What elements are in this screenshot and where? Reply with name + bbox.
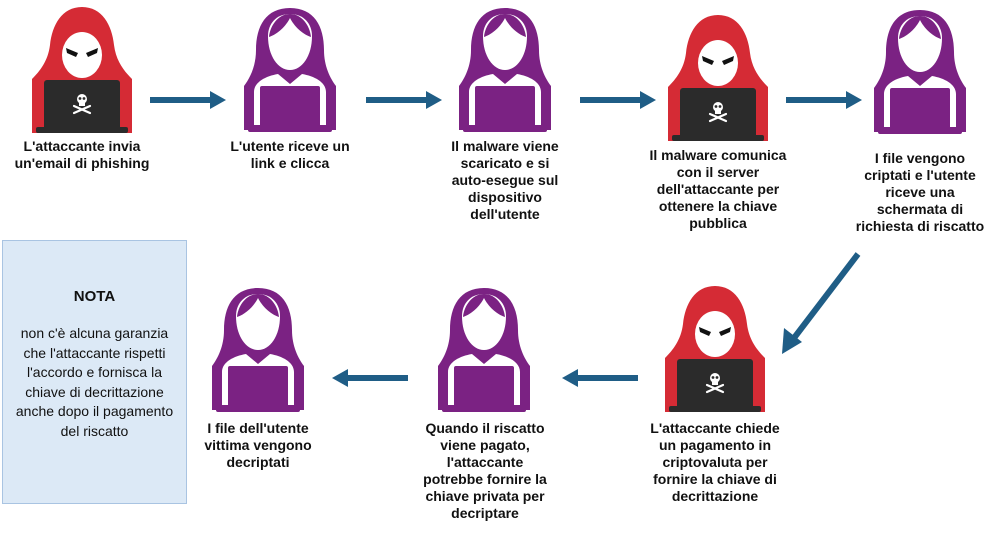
step-2-caption: L'utente riceve un link e clicca (230, 138, 350, 171)
step-6-attacker-icon (663, 284, 767, 412)
step-4-caption: Il malware comunica con il server dell'a… (649, 147, 787, 231)
step-3-user-icon (453, 4, 557, 134)
step-8-user-icon (206, 284, 310, 414)
step-6-caption: L'attaccante chiede un pagamento in crip… (650, 420, 780, 504)
note-box: NOTA non c'è alcuna garanzia che l'attac… (2, 240, 187, 504)
arrow-step7-to-step8 (332, 369, 408, 387)
step-5-caption: I file vengono criptati e l'utente ricev… (855, 150, 985, 234)
step-8-caption: I file dell'utente vittima vengono decri… (204, 420, 312, 470)
arrow-step5-to-step6 (782, 252, 861, 354)
step-3-caption: Il malware viene scaricato e si auto-ese… (451, 138, 559, 222)
note-text: non c'è alcuna garanzia che l'attaccante… (15, 325, 174, 439)
arrow-step4-to-step5 (786, 91, 862, 109)
note-title: NOTA (73, 288, 116, 305)
step-5-user-icon (868, 6, 972, 136)
step-4-attacker-icon (666, 13, 770, 141)
step-1-caption: L'attaccante invia un'email di phishing (14, 138, 150, 171)
step-7-caption: Quando il riscatto viene pagato, l'attac… (423, 420, 547, 521)
step-2-user-icon (238, 4, 342, 134)
arrow-step1-to-step2 (150, 91, 226, 109)
step-1-attacker-icon (30, 5, 134, 133)
arrow-step3-to-step4 (580, 91, 656, 109)
step-7-user-icon (432, 284, 536, 414)
arrow-step6-to-step7 (562, 369, 638, 387)
arrow-step2-to-step3 (366, 91, 442, 109)
